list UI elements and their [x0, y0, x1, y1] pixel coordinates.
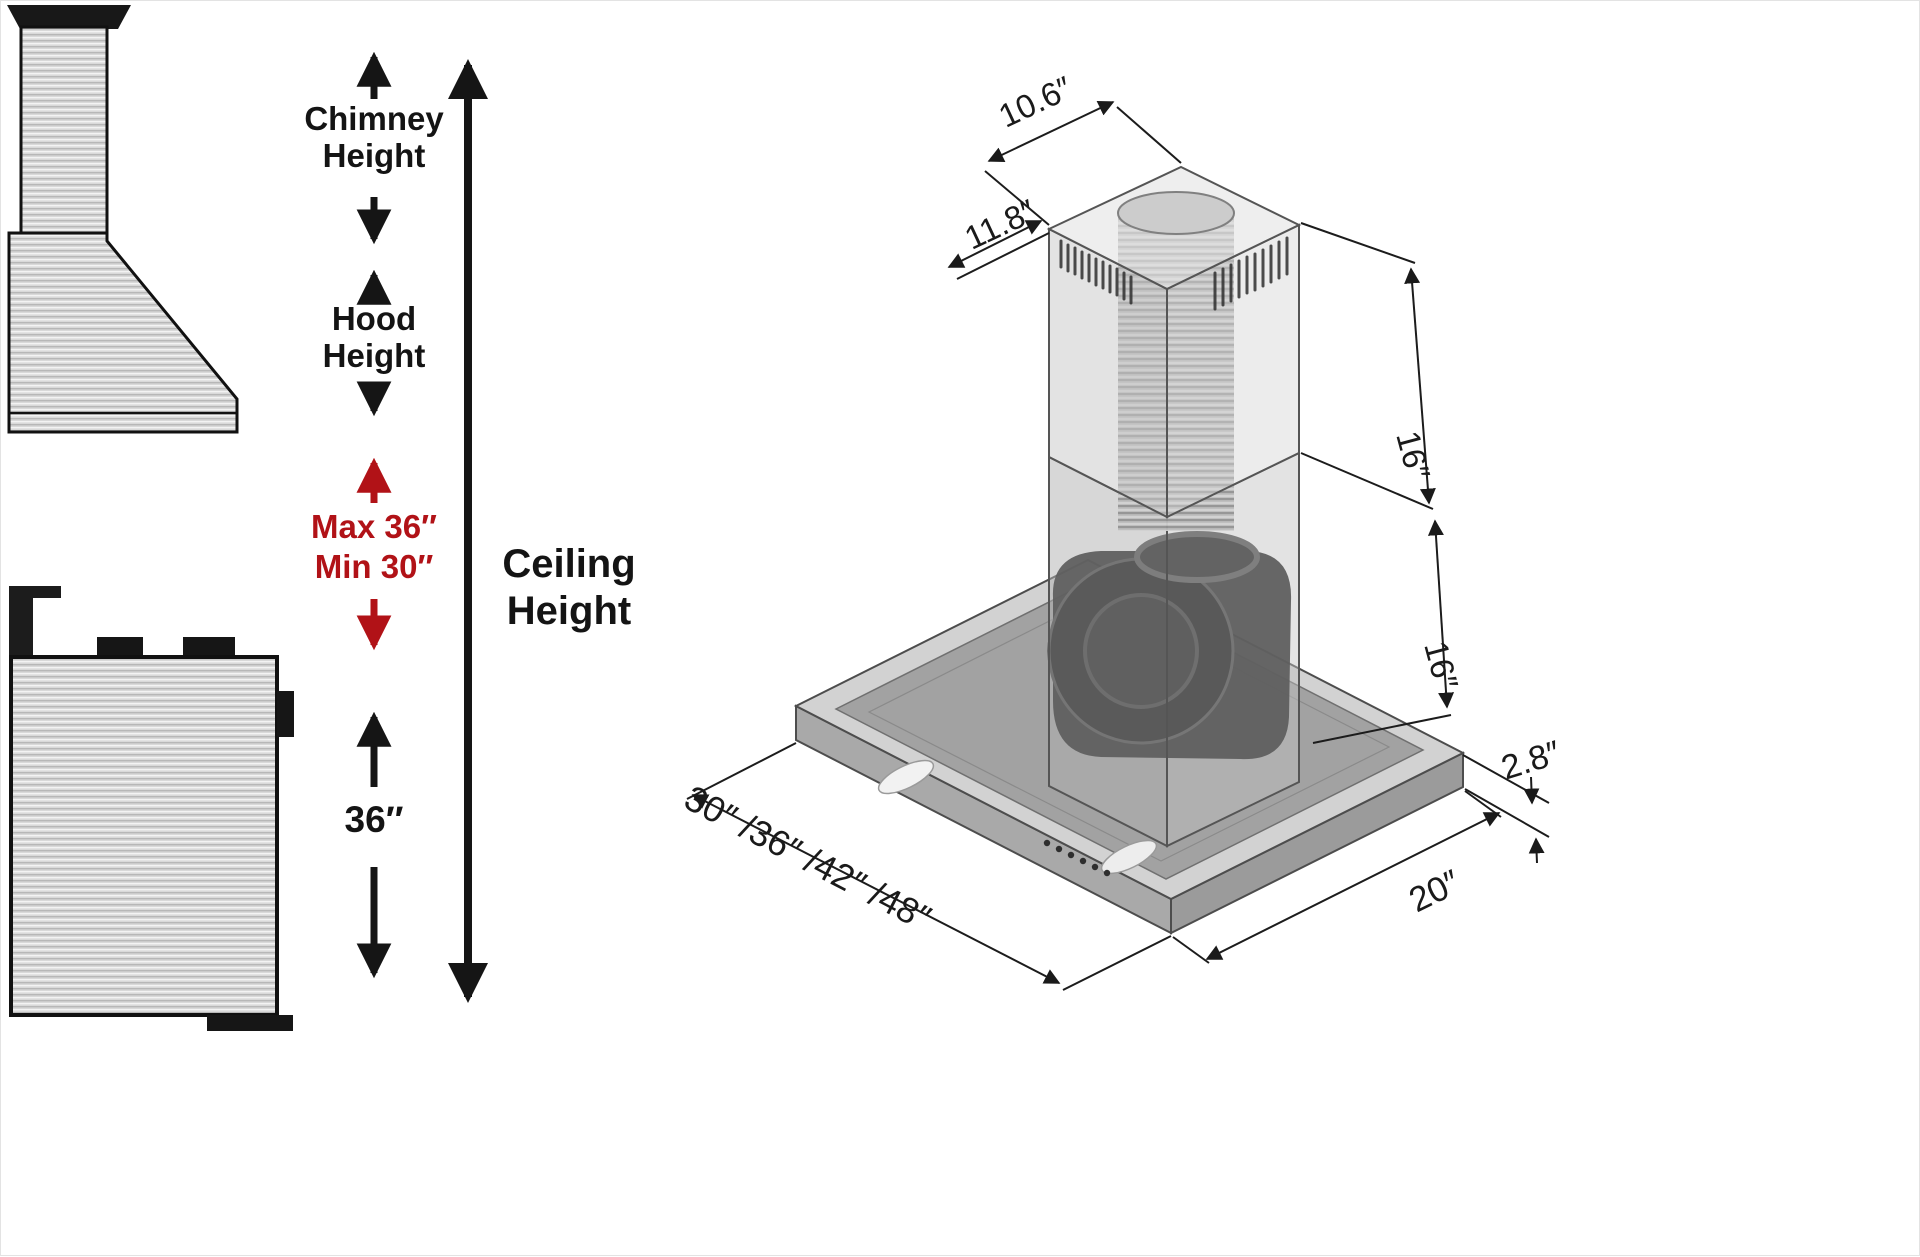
vent-slots-icon [1059, 236, 1289, 311]
mounting-range-label: Max 36″ Min 30″ [311, 508, 437, 586]
range-to-hood-label: 36″ [344, 799, 404, 840]
ceiling-height-label: Ceiling Height [502, 542, 636, 634]
chimney-height-label: Chimney Height [304, 100, 444, 174]
island-hood-isometric-art [793, 165, 1466, 935]
hood-height-label: Hood Height [322, 300, 426, 374]
range-side-view-art [9, 586, 294, 1031]
dimension-lines [686, 100, 1550, 991]
hood-side-view-art [7, 5, 239, 434]
